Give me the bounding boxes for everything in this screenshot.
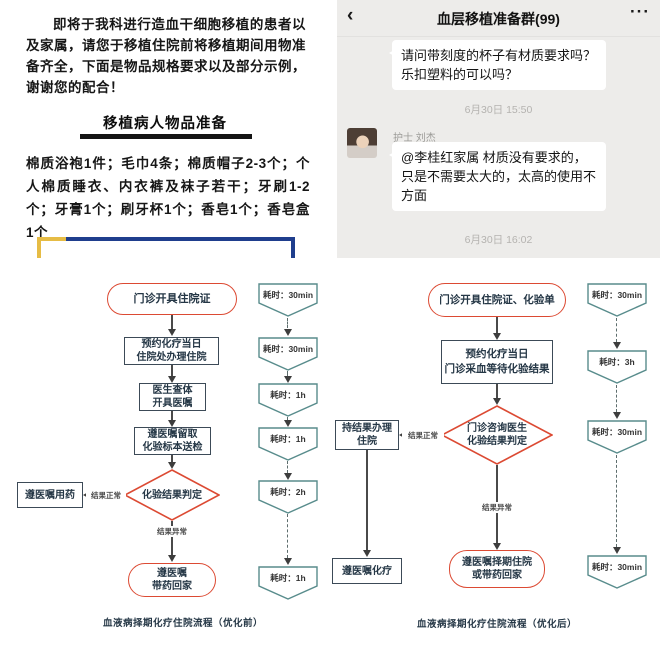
flow-arrow [171, 521, 173, 555]
arrowhead-down-icon [284, 329, 292, 336]
frame-yellow-vertical [37, 237, 41, 258]
flow-arrow [366, 450, 368, 550]
time-label: 耗时：30min [263, 344, 313, 354]
dashed-connector [287, 514, 288, 558]
time-pentagon: 耗时：30min [587, 283, 647, 317]
chat-header: ‹ 血层移植准备群(99) ··· [337, 0, 660, 37]
arrowhead-down-icon [613, 547, 621, 554]
time-pentagon: 耗时：2h [258, 480, 318, 514]
arrowhead-down-icon [493, 543, 501, 550]
flow-node-step: 预约化疗当日 门诊采血等待化验结果 [441, 340, 553, 384]
dashed-connector [287, 371, 288, 376]
time-pentagon: 耗时：30min [258, 283, 318, 317]
dashed-connector [616, 455, 617, 547]
decision-diamond [124, 469, 220, 521]
time-label: 耗时：30min [592, 427, 642, 437]
dashed-connector [287, 318, 288, 328]
flow-node-side: 遵医嘱用药 [17, 482, 83, 508]
dashed-connector [287, 461, 288, 473]
flow-node-step: 医生查体 开具医嘱 [139, 383, 206, 411]
timestamp: 6月30日 15:50 [464, 104, 533, 116]
time-label: 耗时：30min [592, 290, 642, 300]
flow-node-chemo: 遵医嘱化疗 [332, 558, 402, 584]
frame-blue-horizontal [66, 237, 295, 241]
arrowhead-down-icon [284, 473, 292, 480]
flow-arrow [171, 365, 173, 376]
time-pentagon: 耗时：1h [258, 427, 318, 461]
back-icon[interactable]: ‹ [347, 5, 354, 26]
decision-diamond [441, 405, 553, 465]
sender-name: 护士 刘杰 [393, 133, 436, 144]
flow-caption-before: 血液病择期化疗住院流程（优化前） [102, 618, 263, 629]
arrowhead-down-icon [493, 398, 501, 405]
notice-paragraph: 即将于我科进行造血干细胞移植的患者以及家属，请您于移植住院前将移植期间用物准备齐… [26, 17, 306, 95]
arrowhead-down-icon [613, 342, 621, 349]
flow-node-step: 预约化疗当日 住院处办理住院 [124, 337, 219, 365]
flow-node-end: 遵医嘱 带药回家 [128, 563, 216, 597]
message-bubble: 请问带刻度的杯子有材质要求吗？乐扣塑料的可以吗？ [389, 40, 606, 90]
flowchart-area: 门诊开具住院证 预约化疗当日 住院处办理住院 医生查体 开具医嘱 遵医嘱留取 化… [0, 258, 660, 660]
dashed-connector [616, 318, 617, 342]
more-icon[interactable]: ··· [630, 2, 650, 21]
decision-label: 门诊咨询医生 化验结果判定 [467, 423, 527, 447]
time-pentagon: 耗时：30min [587, 420, 647, 454]
flow-node-step: 遵医嘱留取 化验标本送检 [134, 427, 211, 455]
time-label: 耗时：30min [263, 290, 313, 300]
flow-caption-after: 血液病择期化疗住院流程（优化后） [416, 619, 577, 630]
title-underline-bar [80, 134, 252, 139]
timestamp: 6月30日 16:02 [464, 234, 533, 246]
arrowhead-down-icon [613, 412, 621, 419]
time-pentagon: 耗时：1h [258, 566, 318, 600]
flow-arrow [496, 317, 498, 333]
message-bubble: @李桂红家属 材质没有要求的，只是不需要太大的，太高的使用不方面 [389, 142, 606, 211]
time-pentagon: 耗时：1h [258, 383, 318, 417]
arrowhead-down-icon [168, 376, 176, 383]
flow-arrow [171, 411, 173, 421]
flow-arrow [496, 384, 498, 399]
frame-blue-vertical [291, 237, 295, 258]
items-list-text: 棉质浴袍1件；毛巾4条；棉质帽子2-3个；个人棉质睡衣、内衣裤及袜子若干；牙刷1… [26, 156, 310, 240]
flow-arrow [171, 315, 173, 329]
arrowhead-down-icon [284, 376, 292, 383]
avatar[interactable] [347, 128, 377, 158]
arrowhead-down-icon [168, 420, 176, 427]
flow-node-hold: 持结果办理 住院 [335, 420, 399, 450]
time-pentagon: 耗时：30min [258, 337, 318, 371]
time-pentagon: 耗时：3h [587, 350, 647, 384]
notice-panel: 即将于我科进行造血干细胞移植的患者以及家属，请您于移植住院前将移植期间用物准备齐… [0, 0, 330, 258]
avatar[interactable] [345, 41, 378, 63]
arrowhead-down-icon [493, 333, 501, 340]
flow-node-end: 遵医嘱择期住院 或带药回家 [449, 550, 545, 588]
chat-group-title: 血层移植准备群(99) [437, 11, 560, 27]
notice-title: 移植病人物品准备 [103, 116, 227, 132]
arrowhead-down-icon [284, 558, 292, 565]
time-label: 耗时：1h [270, 434, 305, 444]
time-label: 耗时：1h [270, 573, 305, 583]
arrowhead-down-icon [168, 555, 176, 562]
arrowhead-down-icon [168, 329, 176, 336]
frame-yellow-horizontal [37, 237, 66, 241]
arrowhead-down-icon [284, 420, 292, 427]
time-label: 耗时：30min [592, 562, 642, 572]
branch-label-abnormal: 结果异常 [150, 526, 194, 537]
flow-node-start: 门诊开具住院证、化验单 [428, 283, 566, 317]
branch-label-abnormal: 结果异常 [467, 502, 527, 513]
branch-label-normal: 结果正常 [86, 490, 126, 501]
flow-arrow [171, 455, 173, 463]
dashed-connector [616, 385, 617, 412]
dashed-connector [287, 417, 288, 421]
arrowhead-down-icon [168, 462, 176, 469]
flow-node-start: 门诊开具住院证 [107, 283, 237, 315]
time-label: 耗时：1h [270, 390, 305, 400]
arrowhead-down-icon [363, 550, 371, 557]
decision-label: 化验结果判定 [142, 489, 202, 501]
time-label: 耗时：2h [270, 487, 305, 497]
time-pentagon: 耗时：30min [587, 555, 647, 589]
branch-label-normal: 结果正常 [402, 430, 444, 441]
chat-panel: ‹ 血层移植准备群(99) ··· 请问带刻度的杯子有材质要求吗？乐扣塑料的可以… [337, 0, 660, 258]
time-label: 耗时：3h [599, 357, 634, 367]
